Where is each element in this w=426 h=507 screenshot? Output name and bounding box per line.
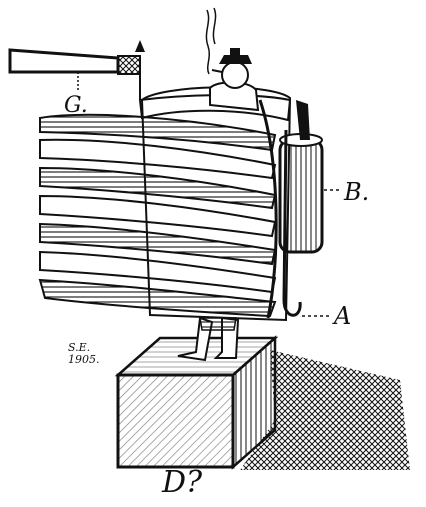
spiral-coil [38, 94, 292, 319]
tank-b [278, 100, 342, 254]
signature-year: 1905. [68, 353, 100, 366]
hook-a [282, 129, 332, 317]
ground-shadow [240, 350, 410, 470]
label-g: G. [64, 93, 88, 118]
label-d: D? [162, 465, 203, 500]
signature-initials: S.E. [68, 341, 91, 354]
smoke [205, 7, 217, 75]
label-b: B. [344, 178, 370, 206]
label-a: A [334, 302, 352, 330]
artist-signature: S.E. 1905. [68, 342, 100, 366]
man-figure [209, 48, 260, 112]
pipe-arm [8, 40, 145, 100]
